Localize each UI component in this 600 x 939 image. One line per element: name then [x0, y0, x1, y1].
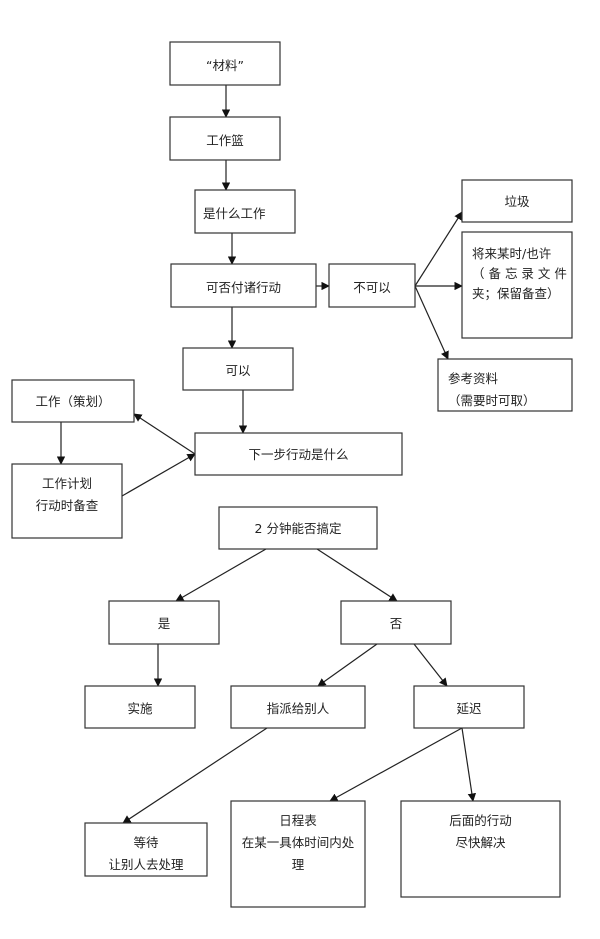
- node-two-min: 2 分钟能否搞定: [218, 506, 378, 550]
- node-label: （需要时可取）: [448, 393, 536, 408]
- node-label: 夹；保留备查）: [472, 286, 560, 301]
- node-actionable: 可否付诸行动: [170, 263, 317, 308]
- node-label: 工作计划: [42, 476, 92, 491]
- node-label: 让别人去处理: [108, 857, 184, 872]
- node-label: 是: [158, 616, 171, 631]
- node-box: [413, 685, 525, 729]
- arrow-defer-to-calendar: [329, 727, 463, 802]
- node-label: 不可以: [353, 280, 391, 295]
- node-box: [169, 41, 281, 86]
- node-box: [400, 800, 561, 898]
- node-label: 下一步行动是什么: [248, 447, 348, 462]
- node-box: [461, 231, 573, 339]
- arrow-next-action-to-project: [133, 413, 196, 455]
- node-trash: 垃圾: [461, 179, 573, 223]
- node-label: 实施: [127, 701, 153, 716]
- node-what: 是什么工作: [194, 189, 296, 234]
- node-label: 指派给别人: [267, 701, 330, 716]
- node-box: [461, 179, 573, 223]
- node-no: 否: [340, 600, 452, 645]
- node-label: 在某一具体时间内处: [242, 835, 355, 850]
- node-label: 将来某时/也许: [472, 246, 551, 261]
- node-label: 垃圾: [504, 194, 530, 209]
- node-project: 工作（策划）: [11, 379, 135, 423]
- node-defer: 延迟: [413, 685, 525, 729]
- node-box: [108, 600, 220, 645]
- node-box: [84, 685, 196, 729]
- arrow-defer-to-next-actions: [461, 727, 477, 802]
- node-label: 日程表: [279, 813, 317, 828]
- node-box: [230, 800, 366, 908]
- node-label: 参考资料: [448, 371, 499, 386]
- node-box: [170, 263, 317, 308]
- node-label: 延迟: [456, 701, 482, 716]
- node-not-actionable: 不可以: [328, 263, 416, 308]
- node-box: [84, 822, 208, 877]
- arrow-two-min-to-yes: [175, 548, 267, 602]
- node-label: 等待: [133, 835, 159, 850]
- node-box: [11, 379, 135, 423]
- arrow-two-min-to-no: [316, 548, 398, 602]
- node-box: [437, 358, 573, 412]
- arrow-not-actionable-to-reference: [414, 285, 449, 360]
- node-box: [328, 263, 416, 308]
- node-label: 行动时备查: [36, 498, 99, 513]
- node-reference: 参考资料 （需要时可取）: [437, 358, 573, 412]
- node-next-action: 下一步行动是什么: [194, 432, 403, 476]
- node-yes: 是: [108, 600, 220, 645]
- node-inbox: 工作篮: [169, 116, 281, 161]
- node-box: [182, 347, 294, 391]
- node-do-it: 实施: [84, 685, 196, 729]
- node-box: [11, 463, 123, 539]
- node-label: 后面的行动: [449, 813, 512, 828]
- node-label: 2 分钟能否搞定: [255, 521, 342, 536]
- node-label: 工作（策划）: [35, 394, 110, 409]
- node-yes-actionable: 可以: [182, 347, 294, 391]
- node-material: “材料”: [169, 41, 281, 86]
- node-box: [230, 685, 366, 729]
- arrow-delegate-to-waiting: [122, 727, 268, 824]
- node-box: [194, 432, 403, 476]
- node-label: 工作篮: [206, 133, 244, 148]
- node-box: [194, 189, 296, 234]
- arrow-no-to-defer: [413, 643, 448, 687]
- node-box: [169, 116, 281, 161]
- node-box: [218, 506, 378, 550]
- node-label: 是什么工作: [203, 206, 266, 221]
- arrow-project-plan-to-next-action: [121, 453, 196, 497]
- node-delegate: 指派给别人: [230, 685, 366, 729]
- node-label: 理: [292, 857, 305, 872]
- node-label: “材料”: [206, 58, 244, 73]
- node-someday: 将来某时/也许 （ 备 忘 录 文 件夹；保留备查）: [461, 231, 573, 339]
- arrow-no-to-delegate: [317, 643, 378, 687]
- node-label: （ 备 忘 录 文 件: [472, 266, 567, 281]
- node-label: 可以: [225, 363, 251, 378]
- node-box: [340, 600, 452, 645]
- node-label: 可否付诸行动: [206, 280, 281, 295]
- node-label: 否: [390, 616, 403, 631]
- arrow-not-actionable-to-trash: [414, 211, 463, 287]
- node-label: 尽快解决: [455, 835, 506, 850]
